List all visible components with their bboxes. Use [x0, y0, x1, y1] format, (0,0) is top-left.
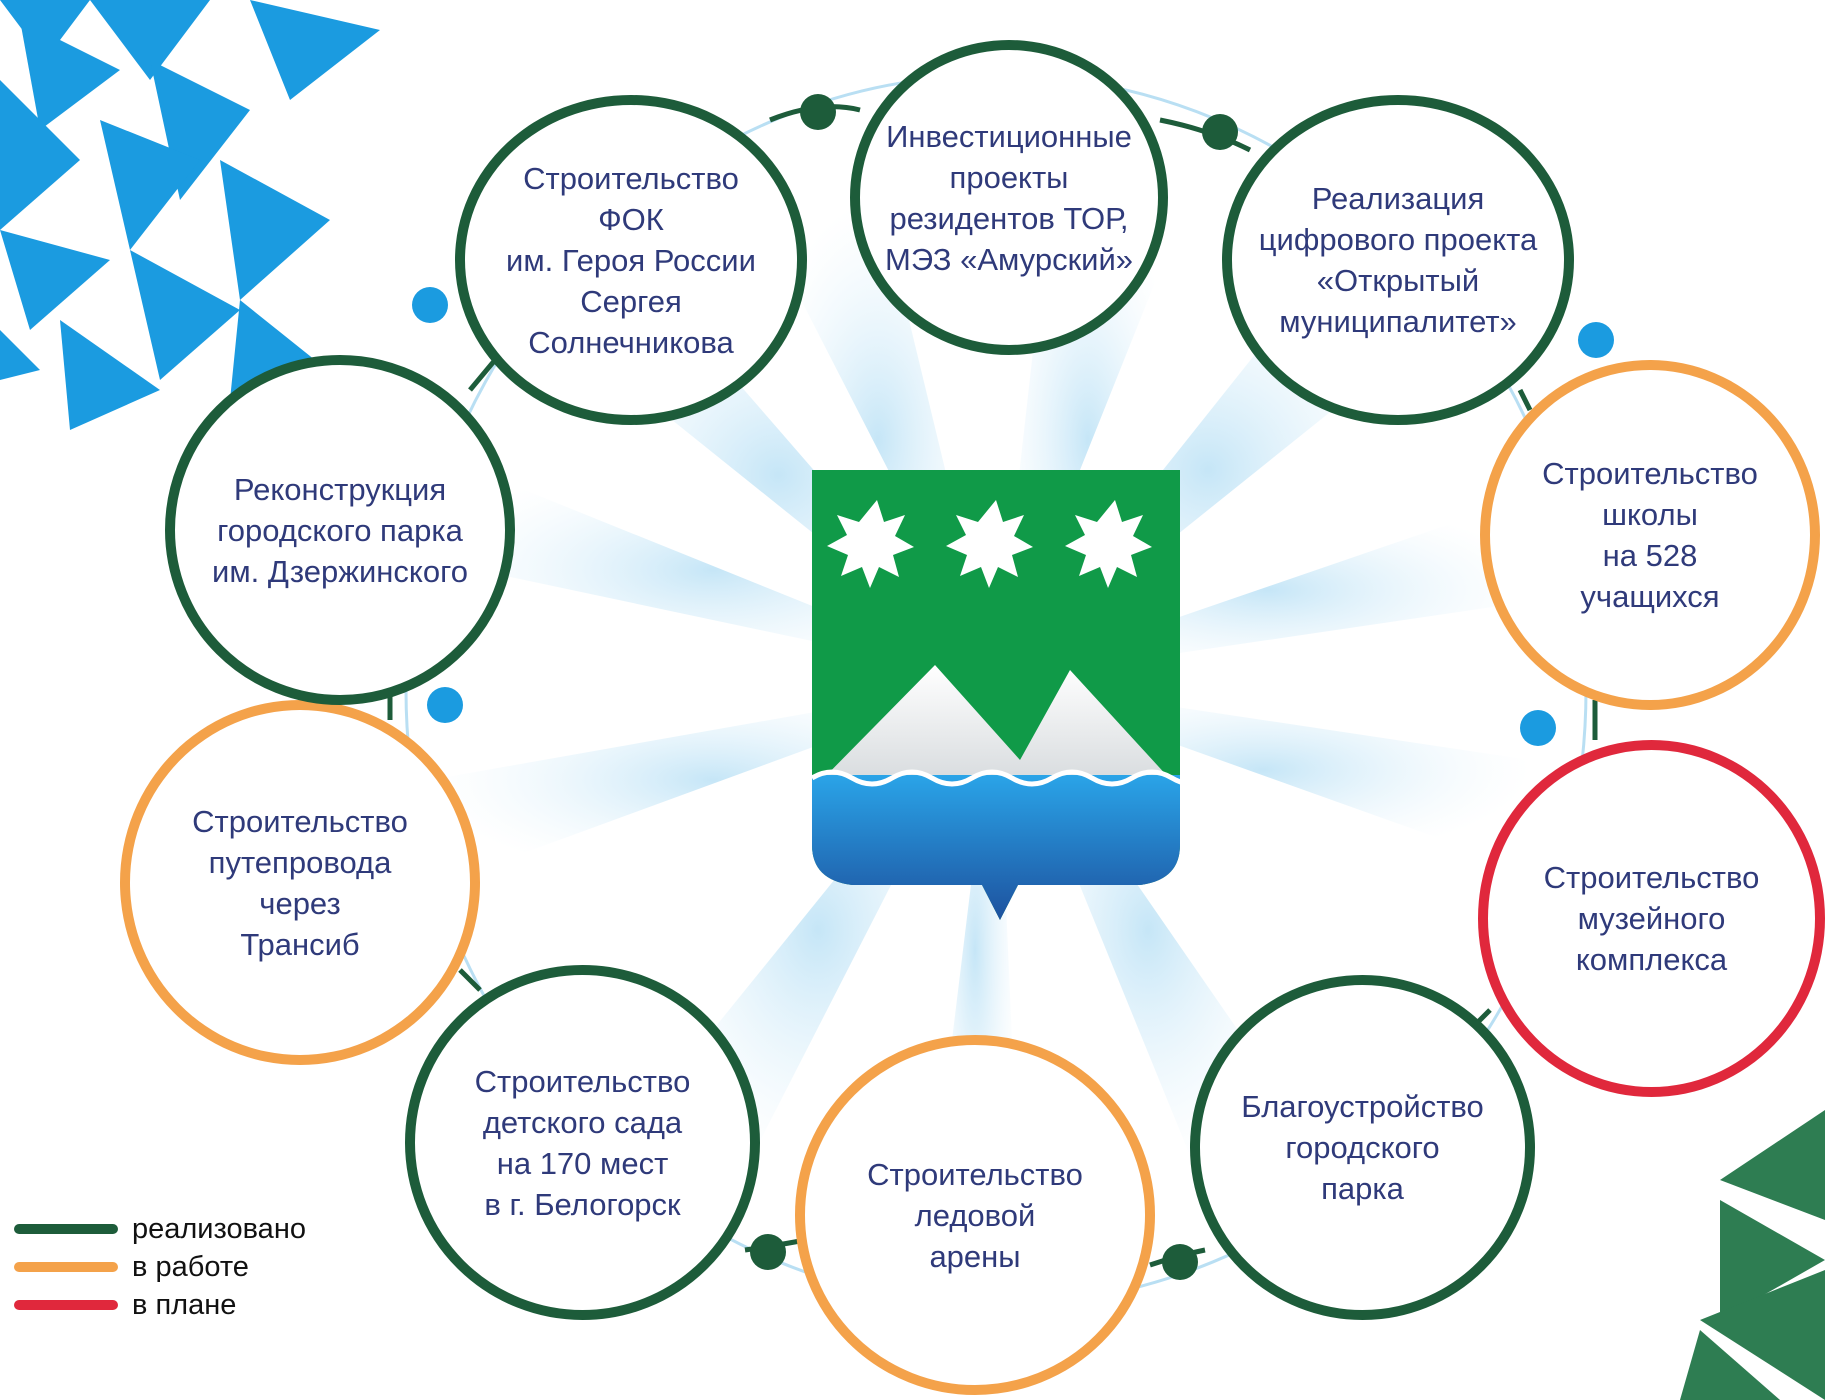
- project-node-investment: Инвестиционные проекты резидентов ТОР, М…: [850, 40, 1168, 355]
- project-node-digital-municipality: Реализация цифрового проекта «Открытый м…: [1222, 95, 1574, 425]
- project-node-kindergarten: Строительство детского сада на 170 мест …: [405, 965, 760, 1320]
- city-coat-of-arms: [812, 470, 1180, 920]
- project-node-school: Строительство школы на 528 учащихся: [1480, 360, 1820, 710]
- node-label: Реализация цифрового проекта «Открытый м…: [1258, 181, 1538, 339]
- project-node-park-reconstruction: Реконструкция городского парка им. Дзерж…: [165, 355, 515, 705]
- project-node-museum: Строительство музейного комплекса: [1478, 740, 1825, 1097]
- legend-item-done: реализовано: [14, 1210, 306, 1248]
- node-label: Строительство путепровода через Трансиб: [192, 803, 408, 962]
- project-node-park-improvement: Благоустройство городского парка: [1190, 975, 1535, 1320]
- legend-label: в плане: [132, 1288, 237, 1321]
- node-label: Строительство детского сада на 170 мест …: [474, 1063, 691, 1222]
- project-node-ice-arena: Строительство ледовой арены: [795, 1035, 1155, 1395]
- status-legend: реализовано в работе в плане: [14, 1210, 306, 1324]
- project-node-fok: Строительство ФОК им. Героя России Серге…: [455, 95, 807, 425]
- node-label: Строительство музейного комплекса: [1543, 860, 1760, 977]
- legend-swatch-done: [14, 1224, 118, 1234]
- legend-swatch-planned: [14, 1300, 118, 1310]
- node-label: Строительство ледовой арены: [867, 1156, 1083, 1274]
- legend-item-in-progress: в работе: [14, 1248, 306, 1286]
- project-node-overpass: Строительство путепровода через Трансиб: [120, 700, 480, 1065]
- legend-item-planned: в плане: [14, 1286, 306, 1324]
- legend-swatch-in-progress: [14, 1262, 118, 1272]
- node-label: Благоустройство городского парка: [1241, 1089, 1484, 1206]
- decorative-triangles-bottom-right: [1680, 1110, 1825, 1400]
- node-label: Строительство ФОК им. Героя России Серге…: [506, 160, 756, 360]
- decorative-triangles-top-left: [0, 0, 380, 430]
- node-label: Строительство школы на 528 учащихся: [1542, 456, 1758, 614]
- connector-dots: [412, 94, 1614, 1280]
- legend-label: реализовано: [132, 1212, 306, 1245]
- node-label: Инвестиционные проекты резидентов ТОР, М…: [885, 118, 1133, 277]
- node-label: Реконструкция городского парка им. Дзерж…: [212, 471, 468, 589]
- legend-label: в работе: [132, 1250, 249, 1283]
